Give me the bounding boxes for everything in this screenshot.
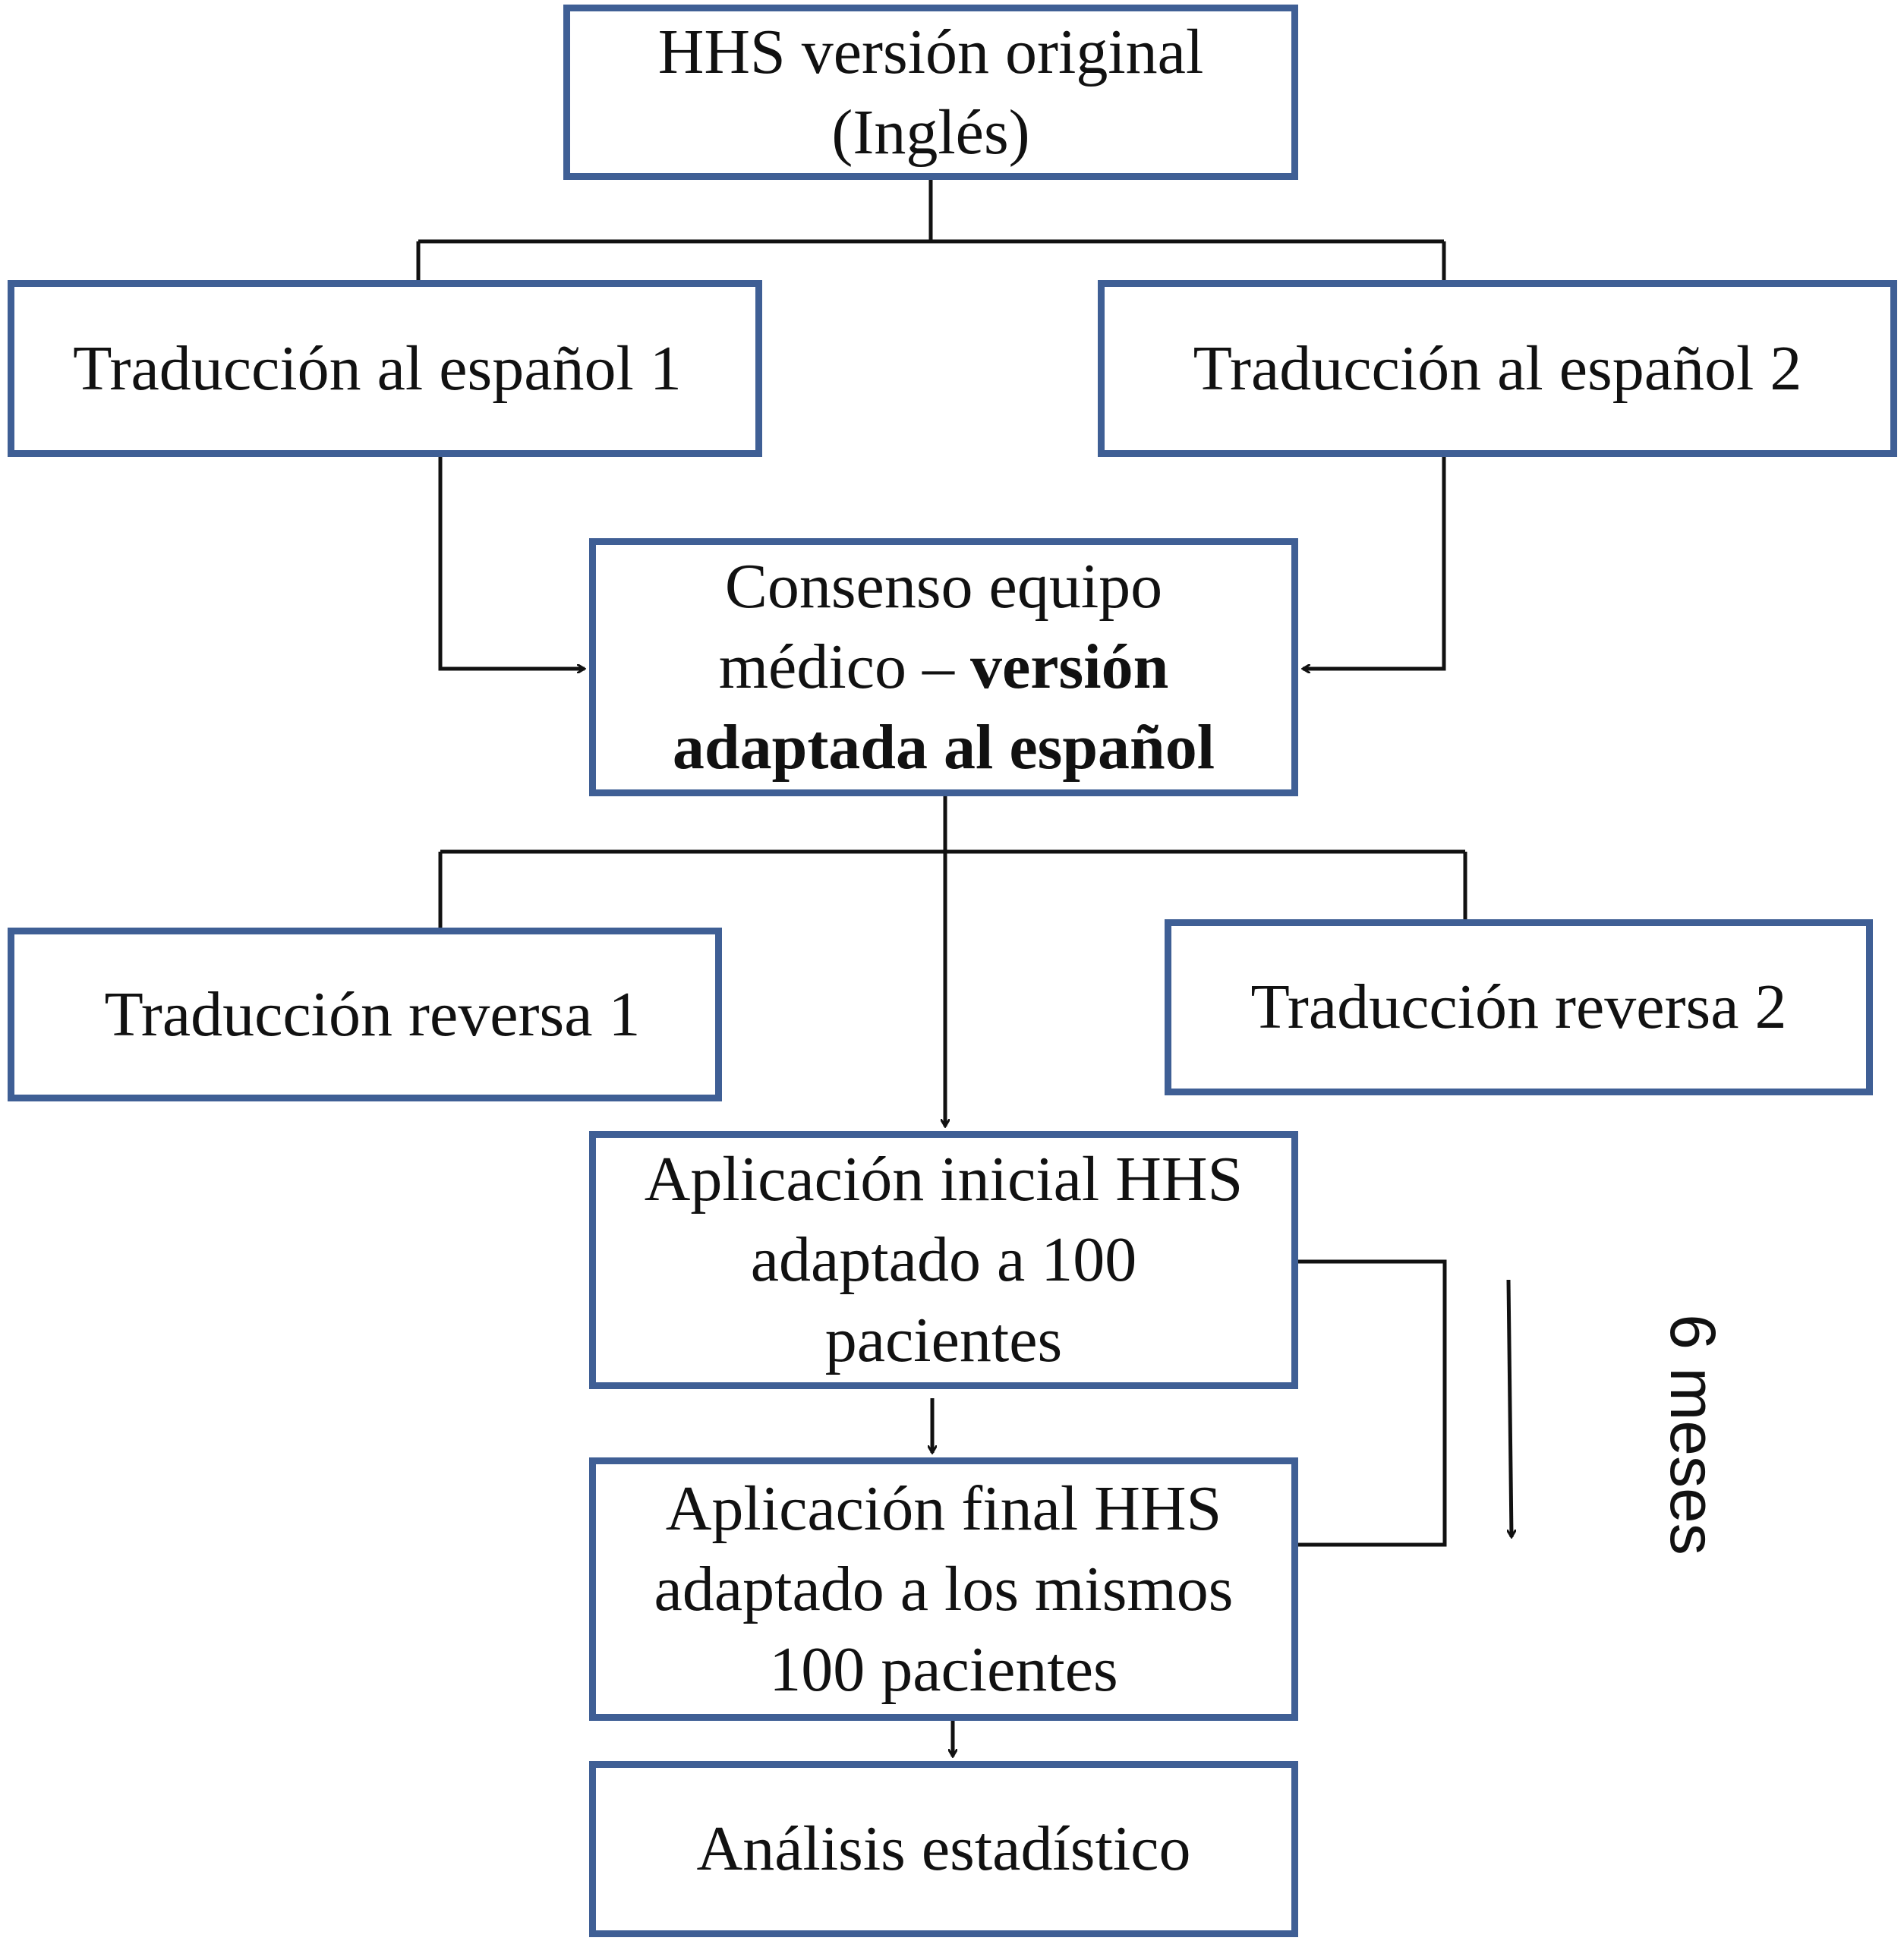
box-reverse-translation-2: Traducción reversa 2 [1165,919,1873,1095]
box-translation-1-label: Traducción al español 1 [73,332,682,404]
connector-original-to-translations [416,180,1446,280]
box-consensus: Consenso equipo médico – versión adaptad… [589,538,1298,796]
connector-consenso-to-reversas [438,849,1467,928]
box-final-line1: Aplicación final HHS [665,1473,1222,1544]
box-final-application: Aplicación final HHS adaptado a los mism… [589,1457,1298,1721]
box-original-line2: (Inglés) [831,96,1030,168]
box-translation-2: Traducción al español 2 [1098,280,1897,457]
box-initial-line3: pacientes [824,1305,1063,1375]
box-consensus-line3-bold: adaptada al español [672,712,1215,783]
bracket-inicial-final [1298,1259,1447,1547]
box-reverse-translation-2-label: Traducción reversa 2 [1250,972,1787,1042]
box-consensus-line2-plain: médico – [718,632,970,702]
box-statistical-analysis: Análisis estadístico [589,1761,1298,1937]
duration-label: 6 meses [1657,1314,1729,1555]
box-final-line2: adaptado a los mismos [654,1553,1234,1624]
box-initial-line2: adaptado a 100 [750,1224,1137,1295]
box-reverse-translation-1: Traducción reversa 1 [8,928,722,1101]
box-initial-line1: Aplicación inicial HHS [644,1144,1244,1215]
box-original-line1: HHS versión original [657,16,1204,87]
box-statistical-analysis-label: Análisis estadístico [696,1813,1191,1884]
connector-trad2-to-consenso [1303,457,1446,669]
time-arrow [1506,1279,1512,1537]
box-translation-1: Traducción al español 1 [8,280,762,457]
box-translation-2-label: Traducción al español 2 [1193,332,1802,404]
box-consensus-line2-bold: versión [969,632,1169,702]
box-consensus-line1: Consenso equipo [724,551,1163,622]
connector-trad1-to-consenso [438,457,585,669]
box-original-version: HHS versión original (Inglés) [563,5,1298,180]
box-reverse-translation-1-label: Traducción reversa 1 [104,978,641,1050]
box-initial-application: Aplicación inicial HHS adaptado a 100 pa… [589,1131,1298,1389]
box-final-line3: 100 pacientes [769,1634,1118,1705]
